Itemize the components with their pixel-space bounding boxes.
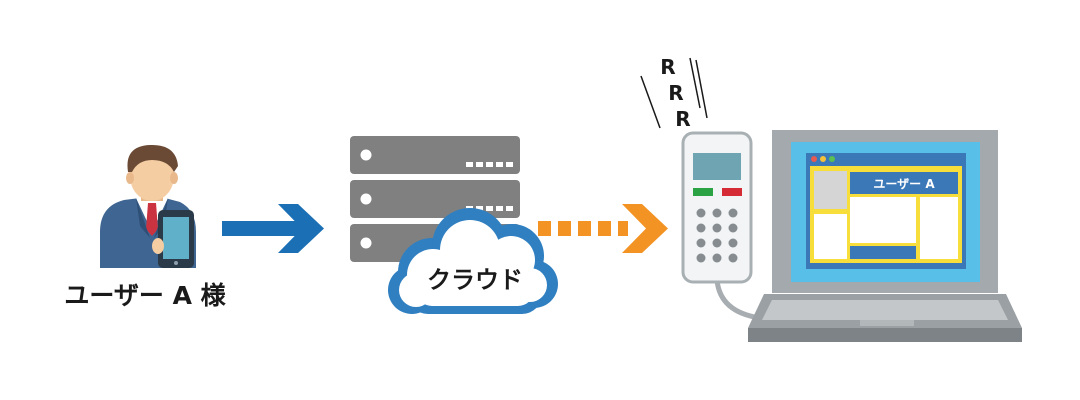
browser-window: [806, 153, 966, 269]
cloud-label: クラウド: [427, 266, 523, 294]
dashed-right-arrow-icon: [538, 204, 668, 253]
user-label: ユーザー A 様: [64, 281, 226, 310]
laptop-icon: ユーザー A: [748, 130, 1022, 342]
right-chevron-arrow-icon: [222, 204, 324, 253]
cloud-icon: [388, 208, 558, 314]
ring-letter: R: [675, 107, 690, 131]
ringing-desk-phone-icon: R R R: [640, 55, 761, 321]
businessman-with-tablet-icon: [100, 144, 196, 268]
screen-title: ユーザー A: [873, 177, 935, 191]
ring-letter: R: [668, 81, 683, 105]
ring-letter: R: [660, 55, 675, 79]
